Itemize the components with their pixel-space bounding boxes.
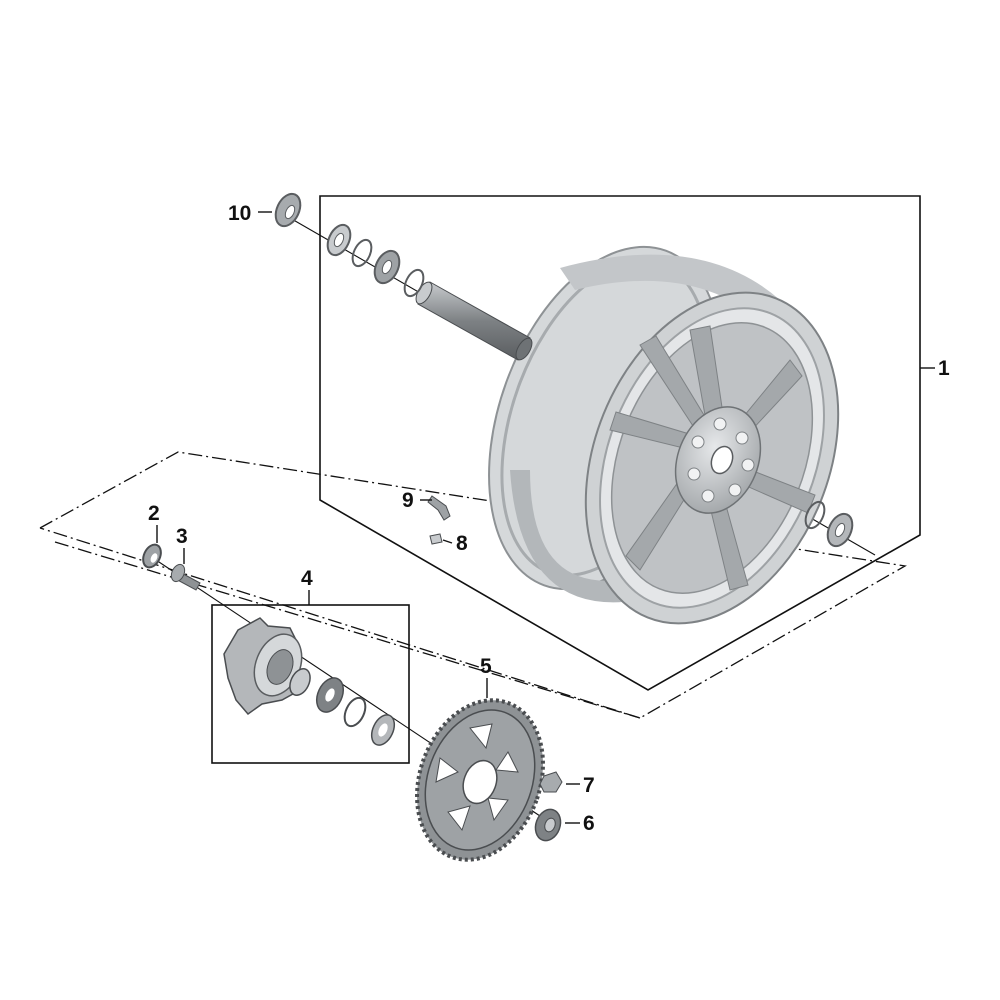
callout-8: 8 xyxy=(456,532,468,555)
callout-10: 10 xyxy=(228,202,251,225)
sprocket-carrier-dashdot-frame xyxy=(39,451,907,719)
callout-1: 1 xyxy=(938,357,950,380)
callout-9: 9 xyxy=(402,489,414,512)
callout-4: 4 xyxy=(301,567,313,590)
right-bearing-set xyxy=(804,500,854,548)
callout-3: 3 xyxy=(176,525,188,548)
carrier-kit-frame xyxy=(211,604,410,764)
callout-6: 6 xyxy=(583,812,595,835)
leader-lines xyxy=(156,211,935,824)
part-4-sprocket-carrier xyxy=(223,617,396,746)
part-6-bearing xyxy=(534,808,562,842)
part-2-spacer xyxy=(142,543,162,569)
wheel-assembly-frame xyxy=(319,195,921,691)
callout-5: 5 xyxy=(480,655,492,678)
part-3-bolt xyxy=(170,563,201,591)
part-8-valve-cap xyxy=(429,533,443,545)
part-10-spacer-ring xyxy=(274,192,302,228)
part-5-rear-sprocket xyxy=(415,698,545,862)
rear-wheel xyxy=(488,245,840,625)
hub-bolt-holes xyxy=(687,417,755,503)
part-7-nut xyxy=(539,771,563,793)
sprocket-carrier-dashdot-frame-inner xyxy=(54,541,641,719)
axle-spacer-tube xyxy=(415,281,533,361)
callout-2: 2 xyxy=(148,502,160,525)
callout-7: 7 xyxy=(583,774,595,797)
part-9-valve-stem xyxy=(427,495,451,521)
left-bearing-set xyxy=(326,223,425,298)
